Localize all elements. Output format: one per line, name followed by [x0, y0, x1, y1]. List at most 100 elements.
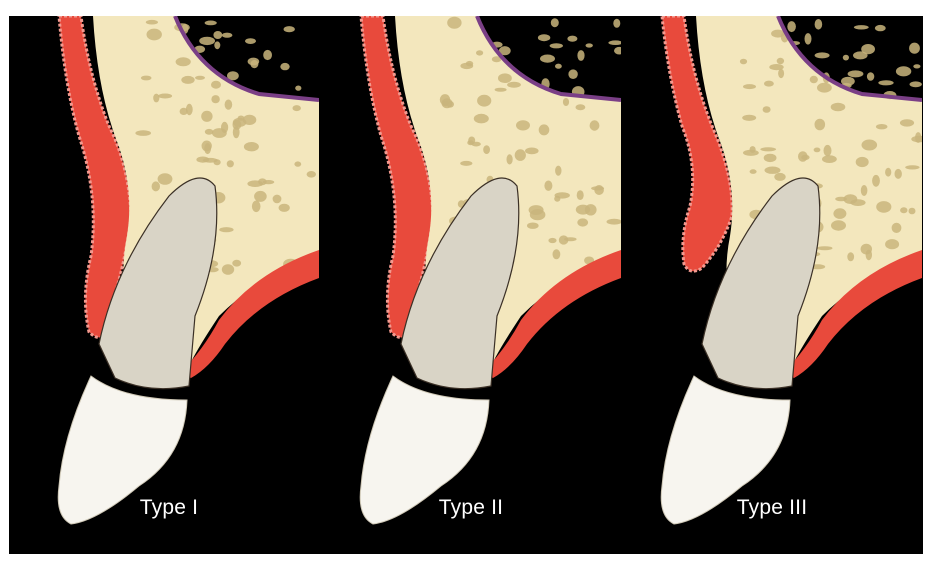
bone-pore [158, 94, 172, 99]
bone-pore [787, 21, 796, 32]
bone-pore [467, 140, 474, 145]
bone-pore [778, 69, 784, 78]
bone-pore [483, 145, 490, 154]
type-classification-figure: Type I Type II Type III [9, 16, 923, 554]
bone-pore [244, 142, 259, 151]
bone-pore [219, 227, 233, 232]
bone-pore [232, 260, 241, 267]
bone-pore [214, 41, 220, 49]
panel-label: Type II [391, 496, 551, 520]
bone-pore [447, 17, 461, 29]
panel-type-3: Type III [622, 16, 922, 554]
bone-pore [213, 31, 222, 39]
bone-pore [222, 264, 234, 275]
bone-pore [763, 106, 771, 113]
bone-pore [555, 192, 570, 198]
bone-pore [181, 76, 194, 84]
bone-pore [814, 148, 821, 153]
bone-pore [307, 171, 316, 178]
bone-pore [750, 169, 757, 174]
panel-label: Type I [89, 496, 249, 520]
bone-pore [440, 94, 450, 105]
bone-pore [910, 81, 922, 87]
tooth-cross-section-type-1 [19, 16, 319, 554]
bone-pore [742, 115, 756, 121]
bone-pore [822, 155, 837, 163]
bone-pore [765, 167, 781, 174]
bone-pore [203, 158, 218, 163]
bone-pore [202, 141, 212, 152]
bone-pore [591, 186, 604, 190]
bone-pore [284, 26, 295, 32]
bone-pore [199, 37, 215, 45]
bone-pore [774, 173, 785, 181]
bone-pore [854, 25, 869, 29]
bone-pore [876, 124, 888, 129]
bone-pore [577, 50, 584, 61]
bone-pore [875, 25, 886, 31]
bone-pore [576, 205, 590, 215]
bone-pore [895, 169, 902, 179]
bone-pore [279, 204, 290, 212]
bone-pore [205, 21, 217, 26]
bone-pore [211, 95, 219, 103]
bone-pore [577, 190, 584, 200]
bone-pore [817, 246, 833, 250]
bone-pore [516, 120, 530, 130]
bone-pore [551, 18, 559, 27]
bone-pore [586, 43, 593, 47]
tooth-cross-section-type-3 [622, 16, 922, 554]
bone-pore [263, 50, 272, 60]
bone-pore [798, 151, 808, 162]
bone-pore [294, 161, 301, 166]
bone-pore [913, 64, 920, 68]
bone-pore [527, 223, 539, 229]
bone-pore [743, 84, 756, 89]
bone-pore [563, 98, 569, 106]
bone-pore [544, 181, 552, 191]
bone-pore [885, 239, 899, 249]
bone-pore [141, 76, 152, 81]
bone-pore [222, 33, 233, 38]
bone-pore [515, 149, 526, 161]
bone-pore [577, 218, 588, 226]
bone-pore [614, 47, 621, 55]
bone-pore [764, 154, 777, 162]
bone-pore [848, 70, 864, 77]
bone-pore [238, 116, 245, 121]
bone-pore [280, 63, 289, 70]
bone-pore [250, 60, 258, 68]
bone-pore [815, 19, 823, 30]
bone-pore [212, 128, 227, 138]
bone-pore [525, 148, 539, 155]
bone-pore [613, 19, 620, 28]
bone-pore [135, 130, 151, 136]
bone-pore [878, 80, 893, 85]
bone-pore [743, 150, 759, 156]
bone-pore [777, 58, 784, 64]
bone-pore [847, 252, 854, 261]
bone-pore [810, 76, 818, 83]
bone-pore [590, 120, 600, 130]
bone-pore [608, 40, 621, 45]
bone-pore [862, 140, 878, 151]
bone-pore [233, 126, 240, 138]
bone-pore [243, 115, 257, 125]
bone-pore [850, 199, 865, 206]
bone-pore [550, 43, 563, 48]
bone-pore [548, 238, 556, 243]
bone-pore [476, 50, 483, 55]
bone-pore [180, 108, 188, 115]
bone-pore [900, 119, 914, 126]
bone-pore [909, 208, 916, 215]
bone-pore [896, 66, 911, 76]
bone-pore [831, 103, 846, 112]
bone-pore [835, 197, 847, 202]
bone-pore [553, 249, 561, 259]
bone-pore [273, 195, 282, 204]
bone-pore [498, 73, 512, 83]
bone-pore [176, 57, 191, 66]
bone-pore [872, 175, 880, 187]
bone-pore [227, 160, 234, 167]
bone-pore [576, 104, 586, 110]
